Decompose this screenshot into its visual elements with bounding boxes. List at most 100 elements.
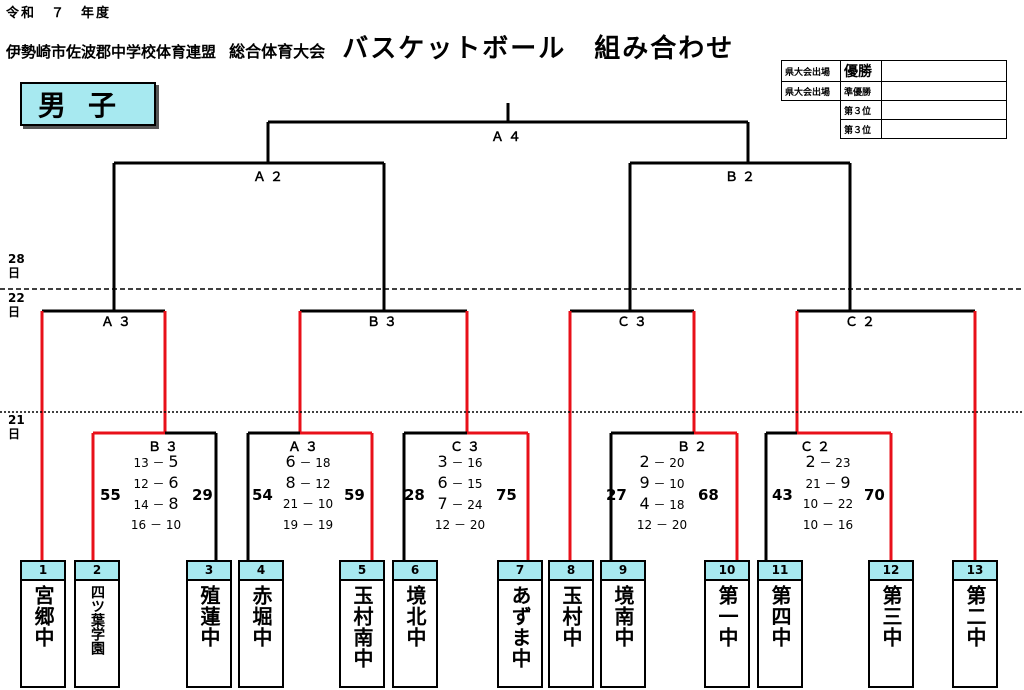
period-right: 24: [467, 498, 483, 512]
period-right: 5: [168, 452, 179, 471]
period-right: 9: [840, 473, 851, 492]
period-score: 21 － 10: [278, 495, 338, 513]
period-right: 10: [317, 497, 334, 511]
period-dash: －: [649, 498, 670, 512]
team-number: 12: [870, 562, 912, 581]
team-name: 四ツ葉学園: [89, 585, 105, 655]
period-left: 4: [639, 494, 650, 513]
period-right: 23: [835, 456, 851, 470]
team-name: 宮郷中: [31, 585, 55, 648]
period-dash: －: [447, 498, 468, 512]
period-score: 21 － 9: [798, 474, 858, 493]
period-right: 20: [669, 456, 685, 470]
score-left-total: 27: [606, 486, 627, 504]
period-score: 16 － 10: [126, 516, 186, 534]
game-label-a2: Ａ２: [252, 170, 288, 185]
team-number: 2: [76, 562, 118, 581]
team-box[interactable]: 5 玉村南中: [339, 560, 385, 688]
period-dash: －: [818, 518, 838, 532]
period-right: 22: [837, 497, 854, 511]
team-number: 11: [759, 562, 801, 581]
period-dash: －: [148, 477, 169, 491]
period-dash: －: [298, 497, 318, 511]
team-name: 第二中: [963, 585, 987, 648]
game-label-b3-mid: Ｂ３: [366, 315, 402, 330]
score-right-total: 68: [698, 486, 719, 504]
period-right: 15: [467, 477, 483, 491]
organizer: 伊勢崎市佐波郡中学校体育連盟: [6, 43, 217, 61]
game-label-c3-low: Ｃ３: [449, 440, 485, 455]
period-dash: －: [295, 477, 316, 491]
period-left: 10: [802, 518, 819, 532]
period-left: 13: [133, 456, 149, 470]
team-name: 境北中: [403, 585, 427, 648]
team-number: 13: [954, 562, 996, 581]
period-right: 16: [467, 456, 483, 470]
team-box[interactable]: 1 宮郷中: [20, 560, 66, 688]
period-right: 16: [837, 518, 854, 532]
score-left-total: 28: [404, 486, 425, 504]
team-box[interactable]: 13 第二中: [952, 560, 998, 688]
period-right: 20: [671, 518, 688, 532]
team-box[interactable]: 8 玉村中: [548, 560, 594, 688]
period-dash: －: [447, 456, 468, 470]
day-label-28: 28 日: [8, 252, 25, 280]
period-left: 6: [285, 452, 296, 471]
game-label-b3-low: Ｂ３: [147, 440, 183, 455]
period-left: 6: [437, 473, 448, 492]
period-right: 20: [469, 518, 486, 532]
period-right: 10: [165, 518, 182, 532]
period-score: 2 － 23: [798, 453, 858, 472]
period-dash: －: [652, 518, 672, 532]
era-label: 令和 ７ 年度: [6, 6, 112, 21]
period-score: 10 － 22: [798, 495, 858, 513]
team-number: 1: [22, 562, 64, 581]
game-label-c2-low: Ｃ２: [799, 440, 835, 455]
period-left: 19: [282, 518, 299, 532]
period-right: 10: [669, 477, 685, 491]
period-left: 12: [133, 477, 149, 491]
day-label-21: 21 日: [8, 413, 25, 441]
period-score: 7 － 24: [430, 495, 490, 514]
period-left: 10: [802, 497, 819, 511]
period-left: 21: [282, 497, 299, 511]
period-left: 2: [639, 452, 650, 471]
team-name: 玉村南中: [350, 585, 374, 669]
period-dash: －: [649, 477, 670, 491]
game-label-a3-low: Ａ３: [287, 440, 323, 455]
team-number: 5: [341, 562, 383, 581]
team-number: 8: [550, 562, 592, 581]
score-right-total: 59: [344, 486, 365, 504]
score-right-total: 70: [864, 486, 885, 504]
team-name: 殖蓮中: [197, 585, 221, 648]
score-left-total: 55: [100, 486, 121, 504]
period-left: 12: [434, 518, 451, 532]
team-name: 境南中: [611, 585, 635, 648]
period-left: 21: [805, 477, 821, 491]
period-dash: －: [148, 498, 169, 512]
period-dash: －: [148, 456, 169, 470]
team-box[interactable]: 2 四ツ葉学園: [74, 560, 120, 688]
period-right: 19: [317, 518, 334, 532]
score-left-total: 43: [772, 486, 793, 504]
game-label-b2-low: Ｂ２: [676, 440, 712, 455]
results-blank[interactable]: [881, 119, 1007, 139]
period-left: 3: [437, 452, 448, 471]
period-dash: －: [450, 518, 470, 532]
period-score: 13 － 5: [126, 453, 186, 472]
score-right-total: 29: [192, 486, 213, 504]
team-name: 玉村中: [559, 585, 583, 648]
game-label-c3-mid: Ｃ３: [616, 315, 652, 330]
period-left: 14: [133, 498, 149, 512]
period-score: 8 － 12: [278, 474, 338, 493]
results-row: 県大会出場優勝: [781, 60, 1007, 82]
